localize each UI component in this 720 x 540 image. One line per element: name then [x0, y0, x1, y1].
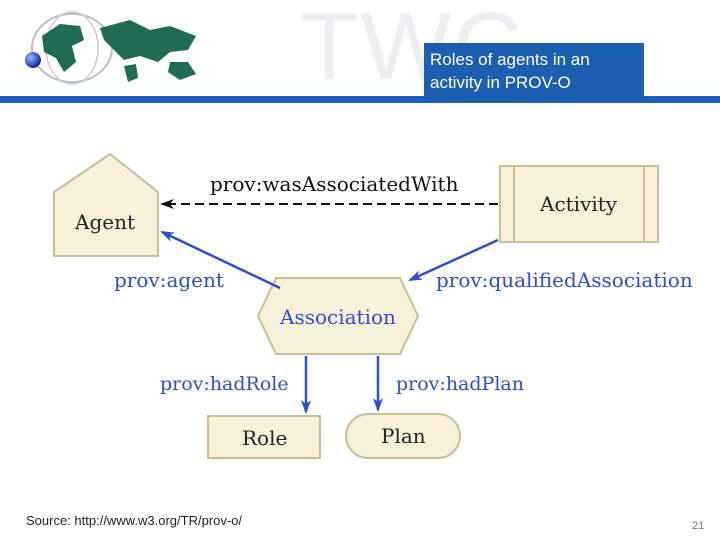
edge-was-associated-with: prov:wasAssociatedWith [160, 172, 498, 209]
plan-node: Plan [345, 413, 461, 459]
header-rule [0, 96, 720, 103]
plan-label: Plan [381, 424, 426, 448]
slide-title: Roles of agents in an activity in PROV-O [424, 43, 644, 99]
agent-node: Agent [53, 153, 159, 257]
edge-had-plan: prov:hadPlan [373, 356, 524, 412]
agent-label: Agent [74, 210, 135, 234]
prov-o-diagram: Agent Activity Association Role Plan pro… [53, 153, 693, 459]
had-plan-label: prov:hadPlan [396, 373, 524, 395]
association-label: Association [279, 305, 396, 329]
was-associated-with-label: prov:wasAssociatedWith [210, 172, 459, 196]
source-citation: Source: http://www.w3.org/TR/prov-o/ [26, 513, 243, 528]
role-label: Role [242, 426, 287, 450]
activity-label: Activity [539, 192, 618, 216]
edge-qualified-association: prov:qualifiedAssociation [408, 238, 693, 292]
qualified-association-label: prov:qualifiedAssociation [436, 268, 693, 292]
edge-agent: prov:agent [114, 230, 281, 292]
globe-logo-icon [25, 11, 196, 85]
page-number: 21 [692, 520, 705, 532]
association-node: Association [257, 277, 419, 355]
role-node: Role [207, 415, 321, 459]
activity-node: Activity [499, 165, 659, 243]
had-role-label: prov:hadRole [160, 373, 289, 395]
edge-had-role: prov:hadRole [160, 356, 311, 414]
agent-edge-label: prov:agent [114, 268, 224, 292]
